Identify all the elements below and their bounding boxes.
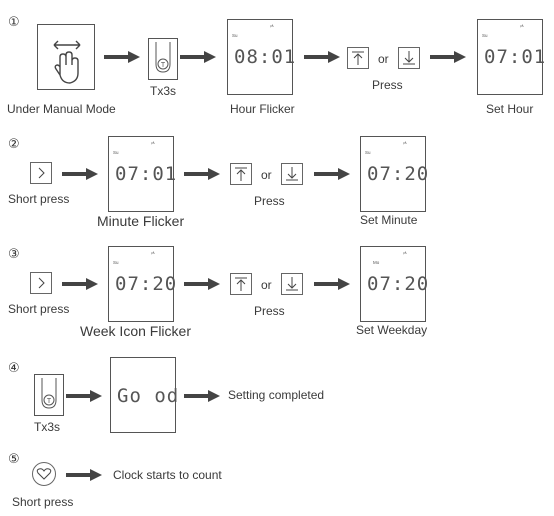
mode-indicator: ᵞᴬ: [403, 141, 407, 146]
time-display: 07:20: [115, 273, 178, 295]
label-press: Press: [254, 194, 285, 208]
lcd-screen-week-flicker: Su ᵞᴬ 07:20: [108, 246, 178, 322]
chevron-right-icon: [38, 277, 45, 289]
arrow-icon: [184, 390, 220, 402]
chevron-right-button[interactable]: [30, 272, 52, 294]
chevron-right-icon: [38, 167, 45, 179]
t-button-icon[interactable]: T: [34, 374, 64, 416]
label-short-press: Short press: [8, 192, 70, 206]
down-arrow-button[interactable]: [281, 163, 303, 185]
step-1-number: ①: [8, 14, 20, 29]
up-arrow-button[interactable]: [230, 163, 252, 185]
mode-indicator: ᵞᴬ: [520, 24, 524, 29]
arrow-icon: [104, 51, 140, 63]
label-or: or: [261, 278, 272, 292]
up-arrow-button[interactable]: [347, 47, 369, 69]
svg-text:T: T: [161, 62, 166, 69]
arrow-icon: [314, 168, 350, 180]
up-arrow-button[interactable]: [230, 273, 252, 295]
svg-text:T: T: [47, 398, 52, 405]
mode-indicator: ᵞᴬ: [151, 251, 155, 256]
down-arrow-button[interactable]: [281, 273, 303, 295]
time-display: 07:20: [367, 273, 430, 295]
label-set-minute: Set Minute: [360, 213, 418, 227]
arrow-icon: [304, 51, 340, 63]
chevron-right-button[interactable]: [30, 162, 52, 184]
weekday-indicator: Mo: [373, 260, 380, 265]
heart-icon: [36, 468, 52, 480]
step-4-number: ④: [8, 360, 20, 375]
arrow-icon: [184, 278, 220, 290]
weekday-indicator: Su: [232, 33, 238, 38]
lcd-screen-set-hour: Su ᵞᴬ 07:01: [477, 19, 547, 95]
label-week-icon-flicker: Week Icon Flicker: [80, 323, 191, 339]
lcd-screen-set-weekday: Mo ᵞᴬ 07:20: [360, 246, 430, 322]
weekday-indicator: Su: [482, 33, 488, 38]
label-press: Press: [372, 78, 403, 92]
weekday-indicator: Su: [113, 150, 119, 155]
arrow-icon: [66, 390, 102, 402]
mode-indicator: ᵞᴬ: [403, 251, 407, 256]
label-minute-flicker: Minute Flicker: [97, 213, 185, 229]
lcd-screen-set-minute: Su ᵞᴬ 07:20: [360, 136, 430, 212]
arrow-icon: [180, 51, 216, 63]
good-display: Go od: [117, 385, 180, 407]
up-arrow-icon: [352, 51, 364, 65]
arrow-icon: [62, 168, 98, 180]
time-display: 08:01: [234, 46, 297, 68]
arrow-icon: [314, 278, 350, 290]
label-set-hour: Set Hour: [486, 102, 534, 116]
label-setting-completed: Setting completed: [228, 388, 325, 402]
weekday-indicator: Su: [365, 150, 371, 155]
time-display: 07:20: [367, 163, 430, 185]
label-press: Press: [254, 304, 285, 318]
label-short-press: Short press: [8, 302, 70, 316]
lcd-screen-good: Go od: [110, 357, 180, 433]
label-tx3s: Tx3s: [150, 84, 177, 98]
t-button-icon[interactable]: T: [148, 38, 178, 80]
step-5-number: ⑤: [8, 451, 20, 466]
arrow-icon: [184, 168, 220, 180]
down-arrow-button[interactable]: [398, 47, 420, 69]
arrow-icon: [62, 278, 98, 290]
weekday-indicator: Su: [113, 260, 119, 265]
arrow-icon: [430, 51, 466, 63]
heart-button[interactable]: [32, 462, 56, 486]
down-arrow-icon: [286, 167, 298, 181]
manual-mode-panel: [37, 24, 95, 90]
label-under-manual-mode: Under Manual Mode: [7, 102, 116, 116]
label-or: or: [378, 52, 389, 66]
label-tx3s: Tx3s: [34, 420, 61, 434]
hand-swipe-icon: [53, 40, 81, 84]
mode-indicator: ᵞᴬ: [270, 24, 274, 29]
lcd-screen-minute-flicker: Su ᵞᴬ 07:01: [108, 136, 178, 212]
step-2-number: ②: [8, 136, 20, 151]
time-display: 07:01: [115, 163, 178, 185]
label-set-weekday: Set Weekday: [356, 323, 428, 337]
down-arrow-icon: [286, 277, 298, 291]
down-arrow-icon: [403, 51, 415, 65]
time-display: 07:01: [484, 46, 547, 68]
label-or: or: [261, 168, 272, 182]
label-hour-flicker: Hour Flicker: [230, 102, 295, 116]
up-arrow-icon: [235, 167, 247, 181]
lcd-screen-hour-flicker: Su ᵞᴬ 08:01: [227, 19, 297, 95]
step-3-number: ③: [8, 246, 20, 261]
up-arrow-icon: [235, 277, 247, 291]
label-short-press: Short press: [12, 495, 74, 509]
label-clock-starts: Clock starts to count: [113, 468, 222, 482]
mode-indicator: ᵞᴬ: [151, 141, 155, 146]
arrow-icon: [66, 469, 102, 481]
